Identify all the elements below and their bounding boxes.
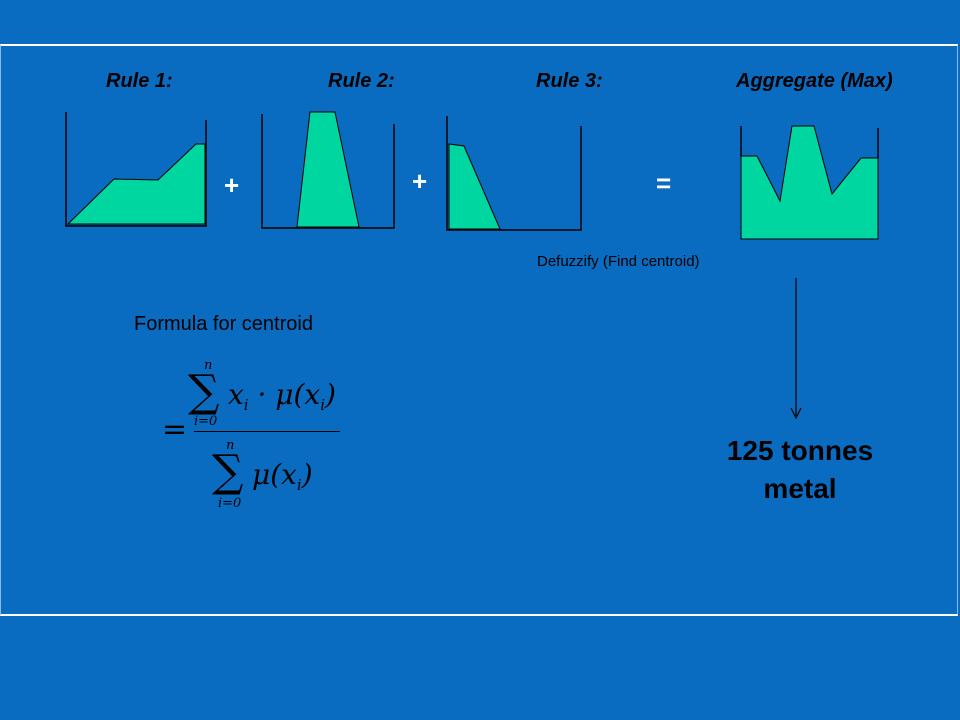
content-frame	[0, 44, 958, 616]
numerator-sum-symbol: ∑	[188, 366, 220, 417]
rule-3-area	[448, 143, 501, 230]
result-line-2: metal	[763, 473, 837, 504]
centroid-formula: = n ∑ i=0 xi · μ(xi) n ∑ i=0 μ(xi)	[158, 356, 358, 516]
numerator-expression: xi · μ(xi)	[228, 378, 336, 414]
defuzzify-label: Defuzzify (Find centroid)	[537, 253, 700, 270]
defuzzified-result: 125 tonnes metal	[700, 432, 900, 508]
rule-3-label: Rule 3:	[536, 70, 603, 92]
denominator-expression: μ(xi)	[252, 458, 313, 494]
denominator-sum-symbol: ∑	[212, 446, 244, 497]
rule-3-axes	[446, 116, 582, 231]
equals-operator: =	[656, 168, 672, 198]
rule-3-graph	[446, 116, 582, 231]
aggregate-label: Aggregate (Max)	[736, 70, 893, 92]
denominator-lower-limit: i=0	[218, 496, 242, 511]
denominator-upper-limit: n	[226, 438, 235, 453]
aggregate-graph	[740, 125, 879, 240]
rule-2-label: Rule 2:	[328, 70, 395, 92]
numerator-lower-limit: i=0	[194, 414, 218, 429]
rule-2-graph	[261, 111, 395, 229]
rule-1-label: Rule 1:	[106, 70, 173, 92]
result-line-1: 125 tonnes	[726, 435, 874, 466]
rule-1-area	[66, 143, 206, 225]
rule-1-graph	[65, 112, 207, 227]
numerator-upper-limit: n	[204, 358, 213, 373]
rule-1-axes	[65, 112, 207, 227]
aggregate-area	[740, 125, 879, 240]
fraction-bar	[194, 431, 340, 432]
plus-operator-1: +	[224, 170, 240, 200]
defuzzify-arrow	[790, 278, 802, 420]
centroid-label: Formula for centroid	[134, 313, 313, 335]
rule-2-area	[296, 111, 360, 228]
rule-2-axes	[261, 114, 395, 229]
formula-equals: =	[162, 412, 188, 447]
plus-operator-2: +	[412, 166, 428, 196]
